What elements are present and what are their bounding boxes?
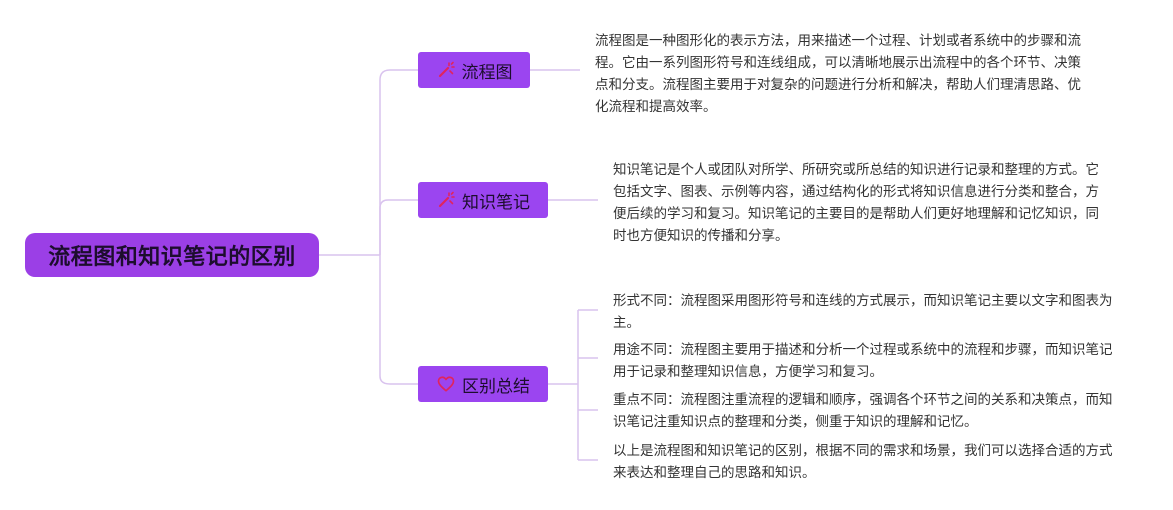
connector-trunk-top	[379, 69, 418, 255]
summary-item: 用途不同：流程图主要用于描述和分析一个过程或系统中的流程和步骤，而知识笔记用于记…	[613, 342, 1113, 380]
magic-wand-icon	[436, 60, 456, 80]
connector-trunk-bottom	[379, 255, 418, 385]
knowledge-notes-description: 知识笔记是个人或团队对所学、所研究或所总结的知识进行记录和整理的方式。它包括文字…	[613, 162, 1099, 244]
connector-trunk-mid	[379, 199, 418, 255]
branch-label: 区别总结	[462, 376, 530, 397]
branch-label: 知识笔记	[462, 192, 530, 213]
branch-knowledge-notes[interactable]: 知识笔记	[418, 182, 548, 218]
summary-item: 重点不同：流程图注重流程的逻辑和顺序，强调各个环节之间的关系和决策点，而知识笔记…	[613, 392, 1113, 430]
summary-item: 以上是流程图和知识笔记的区别，根据不同的需求和场景，我们可以选择合适的方式来表达…	[613, 443, 1113, 481]
branch-differences-summary[interactable]: 区别总结	[418, 366, 548, 402]
branch-flowchart[interactable]: 流程图	[418, 52, 530, 88]
heart-icon	[436, 374, 456, 394]
summary-item: 形式不同：流程图采用图形符号和连线的方式展示，而知识笔记主要以文字和图表为主。	[613, 293, 1113, 331]
flowchart-description: 流程图是一种图形化的表示方法，用来描述一个过程、计划或者系统中的步骤和流程。它由…	[595, 33, 1081, 115]
branch-label: 流程图	[461, 62, 513, 83]
magic-wand-icon	[436, 190, 456, 210]
central-topic[interactable]: 流程图和知识笔记的区别	[25, 233, 319, 277]
